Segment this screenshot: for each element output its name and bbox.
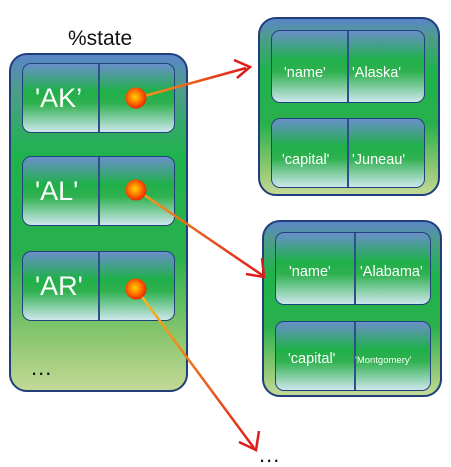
nested-row-capital: 'capital' 'Juneau' — [271, 118, 425, 188]
nested-row-name: 'name' 'Alaska' — [271, 30, 425, 103]
hash-key-al: 'AL' — [35, 176, 79, 206]
hash-entry-ak: 'AK’ — [22, 63, 175, 133]
nested-value: 'Montgomery' — [355, 355, 412, 366]
nested-key: 'capital' — [288, 351, 336, 367]
row-divider — [354, 233, 356, 304]
hash-entry-al: 'AL' — [22, 156, 175, 226]
nested-value: 'Alabama' — [360, 264, 423, 280]
hash-title: %state — [68, 27, 133, 50]
nested-key: 'name' — [289, 264, 331, 280]
hash-entry-ar: 'AR' — [22, 251, 175, 321]
row-divider — [354, 322, 356, 390]
arrow-ak — [136, 66, 247, 100]
pointer-dot-ak — [125, 87, 147, 109]
hash-key-ar: 'AR' — [35, 271, 83, 301]
arrow-ar — [135, 289, 256, 449]
nested-row-name: 'name' 'Alabama' — [275, 232, 431, 305]
row-divider — [347, 31, 349, 102]
nested-value: 'Juneau' — [352, 152, 406, 168]
arrow-al-head — [245, 257, 266, 279]
entry-divider — [98, 157, 100, 225]
row-divider — [347, 119, 349, 187]
arrow-ar-head — [238, 430, 261, 452]
hash-key-ak: 'AK’ — [35, 83, 83, 113]
hash-more-ellipsis: ... — [31, 355, 53, 380]
nested-key: 'capital' — [282, 152, 330, 168]
arrow-ak-head — [233, 58, 253, 79]
nested-row-capital: 'capital' 'Montgomery' — [275, 321, 431, 391]
pointer-dot-al — [125, 179, 147, 201]
nested-key: 'name' — [284, 65, 326, 81]
arrow-al — [136, 188, 263, 277]
entry-divider — [98, 252, 100, 320]
entry-divider — [98, 64, 100, 132]
more-ref-ellipsis: ... — [259, 442, 281, 467]
pointer-dot-ar — [125, 278, 147, 300]
nested-value: 'Alaska' — [352, 65, 402, 81]
